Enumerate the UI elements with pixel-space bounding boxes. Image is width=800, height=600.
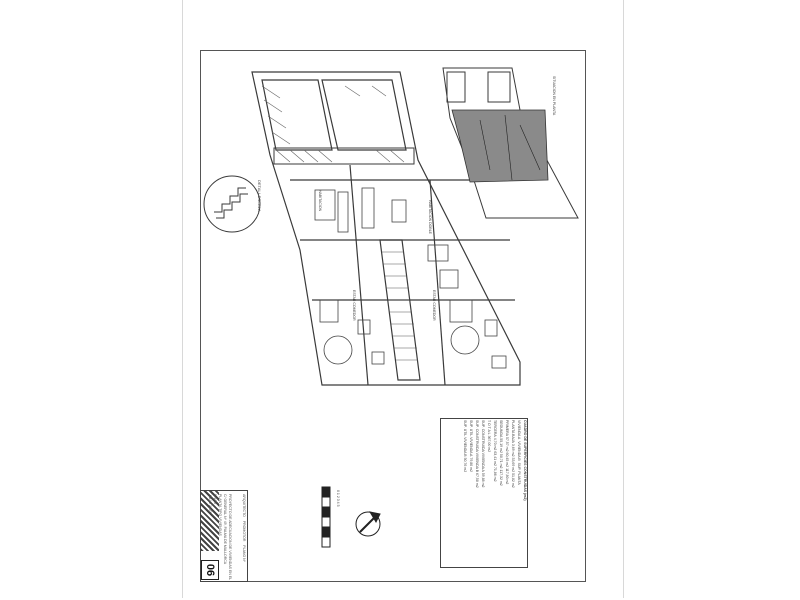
surface-table-content: CUADRO DE SUPERFICIES CONSTRUIDAS (m2) V…: [462, 420, 528, 570]
surface-table-title: CUADRO DE SUPERFICIES CONSTRUIDAS (m2): [523, 420, 527, 501]
table-row: SUP. CONSTRUIDA VIVIENDA A 59,88 m2: [481, 420, 485, 488]
table-row: SUP. CONSTRUIDA VIVIENDA B 67,58 m2: [475, 420, 479, 488]
table-row: SUP. UTIL VIVIENDA B 50,76 m2: [463, 420, 467, 473]
table-row: T O T A L 367,00 m2: [487, 420, 491, 453]
title-block-text: PROYECTO DE ADECUACION DE VIVIENDAS EN E…: [207, 494, 232, 580]
title-block: [200, 490, 248, 582]
key-plan-label: SITUACION EN PLANTA: [552, 76, 556, 116]
table-row: SUP. UTIL VIVIENDA A 79,80 m2: [469, 420, 473, 472]
sheet-label: PLANO Nº: [242, 545, 246, 562]
architect-label: ARQUITECTO: [242, 494, 246, 517]
surface-table: [440, 418, 528, 568]
project-line-1: PROYECTO DE ADECUACION DE VIVIENDAS EN E…: [228, 494, 232, 581]
scale-bar: [321, 486, 331, 548]
table-row: TERCERA 4,70 m2 63,41 m2 71,86 m2: [493, 420, 497, 482]
key-plan-shaded: [451, 109, 549, 183]
scale-bar-label: 0 1 2 3 4 5: [336, 490, 340, 507]
detail-callout: [203, 175, 261, 233]
north-arrow: [355, 511, 381, 537]
detail-label: DETALL ESCALA: [257, 180, 262, 212]
table-row: PRIMERA 57,57 m2 60,45 m2 117,80 m2: [505, 420, 509, 485]
table-row: SEGUNDA 55,19 m2 50,71 m2 117,32 m2: [499, 420, 503, 486]
plan-outline: [251, 71, 521, 386]
title-block-roles: ARQUITECTO PROMOTOR PLANO Nº: [241, 494, 246, 562]
drawing-frame: [200, 50, 586, 582]
room-label: ESTAR COMEDOR: [352, 290, 356, 321]
key-plan-outline: [442, 67, 579, 219]
title-block-logo: [201, 491, 219, 551]
drawing-sheet: [182, 0, 624, 598]
room-label: HABITACION DOBLE: [428, 200, 432, 234]
room-label: ESTAR COMEDOR: [432, 290, 436, 321]
client-label: PROMOTOR: [242, 520, 246, 542]
sheet-number-box: 06: [201, 560, 219, 580]
room-label: HABITACION: [318, 190, 322, 212]
table-row: PLANTA BAJA 3,69 m2 33,69 m2 51,82 m2: [511, 420, 515, 488]
plan-date: JULIO 2007: [208, 494, 212, 513]
